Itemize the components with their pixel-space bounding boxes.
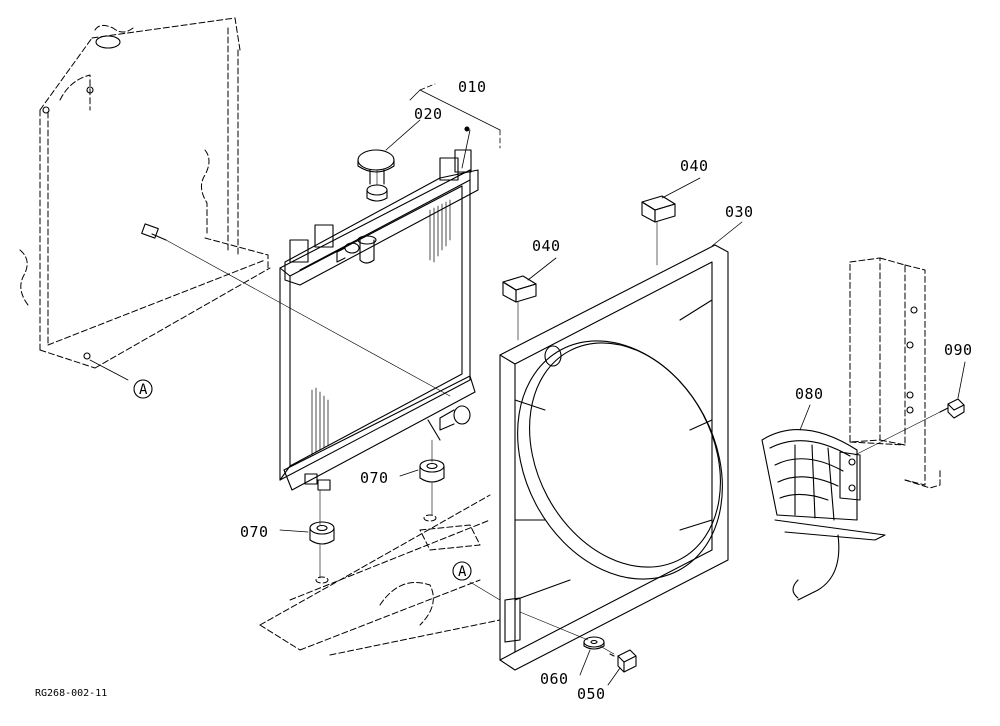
- label-040-right: 040: [680, 157, 709, 175]
- dot-marker: [464, 126, 470, 132]
- grommet-070-upper: [419, 459, 445, 483]
- part-labels: 010 020 040 030 040 090 080 070 070 060 …: [35, 78, 973, 703]
- left-bolt: [141, 223, 167, 241]
- label-060: 060: [540, 670, 569, 688]
- reference-marker-center: A: [458, 564, 467, 580]
- cushion-040-right: [641, 195, 676, 223]
- washer-060: [583, 636, 605, 650]
- left-frame-bracket: [19, 17, 271, 369]
- radiator-cap: [357, 149, 395, 202]
- leader-lines: [89, 83, 966, 686]
- fan-guard-080: [761, 429, 886, 601]
- grommet-070-lower: [309, 521, 335, 545]
- reference-marker-left: A: [139, 382, 148, 398]
- bolt-090: [939, 398, 965, 419]
- bolt-050: [609, 649, 637, 673]
- right-bracket-holes: [906, 306, 918, 414]
- left-frame-holes: [42, 35, 121, 360]
- label-050: 050: [577, 685, 606, 703]
- cushion-040-left: [502, 275, 537, 303]
- drawing-code: RG268-002-11: [35, 688, 107, 699]
- label-090: 090: [944, 341, 973, 359]
- label-010: 010: [458, 78, 487, 96]
- label-070-lower: 070: [240, 523, 269, 541]
- assembly-lines: [165, 169, 941, 655]
- reference-marker-left-circle: [133, 379, 153, 399]
- fan-shroud: [499, 244, 729, 671]
- radiator-core: [279, 149, 479, 491]
- reference-marker-center-circle: [452, 561, 472, 581]
- label-080: 080: [795, 385, 824, 403]
- right-bracket: [849, 257, 941, 489]
- label-020: 020: [414, 105, 443, 123]
- label-070-upper: 070: [360, 469, 389, 487]
- label-040-left: 040: [532, 237, 561, 255]
- base-frame: [259, 494, 501, 656]
- label-030: 030: [725, 203, 754, 221]
